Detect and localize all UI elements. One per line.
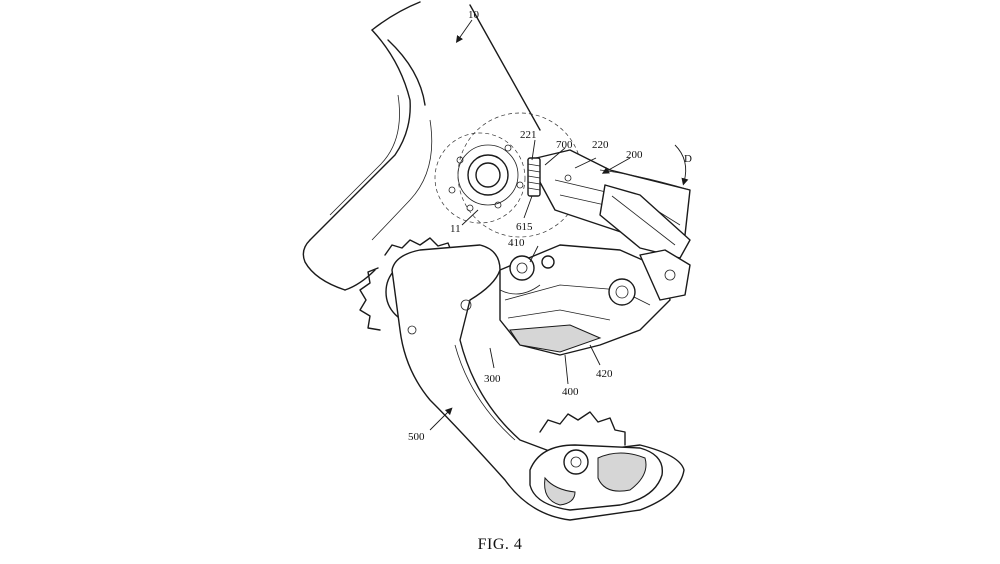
label-pin: 410: [508, 237, 525, 249]
lower-pulley: [529, 411, 664, 511]
bicycle-frame: [302, 1, 541, 291]
label-base: 200: [626, 149, 643, 161]
label-frame: 10: [468, 9, 480, 21]
label-housing: 420: [596, 368, 613, 380]
figure-caption: FIG. 4: [477, 536, 523, 553]
label-spring: 615: [516, 221, 533, 233]
label-direction: D: [684, 153, 692, 165]
label-bolt-head: 221: [520, 129, 537, 141]
label-bracket: 220: [592, 139, 609, 151]
label-axle: 11: [450, 223, 461, 235]
base-bracket: [527, 149, 691, 259]
label-adjuster: 700: [556, 139, 573, 151]
label-movable-member: 400: [562, 386, 579, 398]
derailleur-body: [499, 244, 691, 356]
label-linkage: 300: [484, 373, 501, 385]
leader-lines: [429, 19, 631, 431]
label-cage: 500: [408, 431, 425, 443]
direction-arrow: [674, 144, 689, 186]
spring: [527, 157, 541, 197]
axle-mount: [434, 112, 583, 238]
